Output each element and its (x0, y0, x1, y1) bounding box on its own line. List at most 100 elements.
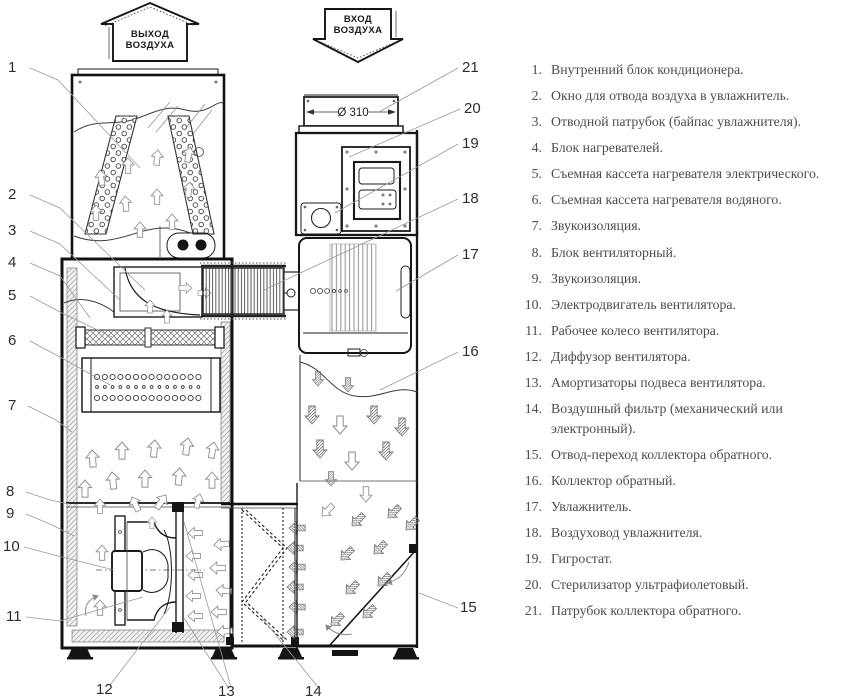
legend-item-number: 14. (524, 401, 542, 417)
legend-item-text: Съемная кассета нагревателя водяного. (551, 192, 782, 208)
heater-block (75, 326, 225, 413)
legend-item-text: Гигростат. (551, 550, 613, 566)
air-in-label-1: ВХОД (344, 14, 372, 25)
legend-item-text: Воздушный фильтр (механический или элект… (551, 401, 783, 436)
air-in-arrow: ВХОД ВОЗДУХА (312, 8, 404, 64)
legend-item: 20. Стерилизатор ультрафиолетовый. (514, 575, 846, 595)
return-collector (296, 130, 423, 648)
sound-insulation-right (220, 321, 231, 504)
callout-3: 3 (8, 222, 16, 239)
legend-item-number: 4. (531, 140, 542, 156)
water-heater-cassette (81, 357, 221, 413)
legend-item-text: Звукоизоляция. (551, 218, 642, 234)
legend-item-text: Отвод-переход коллектора обратного. (551, 446, 773, 462)
humidifier-unit: Ø 310 (294, 94, 419, 357)
legend-item: 7. Звукоизоляция. (514, 216, 846, 236)
legend-item: 12. Диффузор вентилятора. (514, 347, 846, 367)
fan-mount-top (172, 502, 184, 512)
legend-item-number: 1. (531, 62, 542, 77)
legend-item: 14. Воздушный фильтр (механический или эл… (514, 399, 846, 438)
callout-7: 7 (8, 397, 16, 414)
legend-item-number: 3. (531, 114, 542, 130)
callout-19: 19 (462, 135, 479, 152)
legend-item-number: 11. (525, 322, 542, 338)
callout-8: 8 (6, 483, 14, 500)
legend-item: 4. Блок нагревателей. (514, 138, 846, 158)
legend-item: 21.Патрубок коллектора обратного. (514, 601, 846, 621)
legend-item-text: Отводной патрубок (байпас увлажнителя). (551, 114, 802, 130)
fan-assembly (85, 502, 205, 633)
legend-item: 5. Съемная кассета нагревателя электричес… (514, 164, 846, 184)
legend-item-number: 9. (531, 270, 542, 286)
legend-item-text: Патрубок коллектора обратного. (551, 603, 742, 619)
air-out-label-2: ВОЗДУХА (126, 40, 175, 51)
legend-item: 8.Блок вентиляторный. (514, 243, 846, 263)
legend-item-text: Стерилизатор ультрафиолетовый. (551, 577, 749, 593)
legend-item-text: Коллектор обратный. (551, 472, 676, 488)
legend-item-number: 15. (524, 446, 542, 462)
air-out-arrow: ВЫХОД ВОЗДУХА (100, 1, 200, 62)
callout-21: 21 (462, 59, 479, 76)
schematic-diagram: ВЫХОД ВОЗДУХА ВХОД ВОЗДУХА (3, 1, 481, 700)
legend-item: 3. Отводной патрубок (байпас увлажнителя)… (514, 112, 846, 132)
legend-item-text: Внутренний блок кондиционера. (551, 62, 744, 77)
legend-item-number: 20. (524, 577, 542, 593)
legend-item-text: Рабочее колесо вентилятора. (551, 322, 720, 338)
support-feet (67, 648, 419, 660)
legend-item-text: Диффузор вентилятора. (551, 348, 691, 364)
main-cabinet (60, 257, 234, 650)
callout-20: 20 (464, 100, 481, 117)
legend-item-number: 2. (531, 88, 542, 104)
callout-4: 4 (8, 254, 16, 271)
callout-12: 12 (96, 681, 113, 698)
callout-9: 9 (6, 505, 14, 522)
fan-diffuser (163, 529, 172, 615)
legend-item: 16. Коллектор обратный. (514, 471, 846, 491)
legend-item-number: 6. (531, 192, 542, 208)
legend-item-text: Окно для отвода воздуха в увлажнитель. (551, 88, 790, 104)
indoor-unit (70, 68, 226, 261)
legend-item: 11. Рабочее колесо вентилятора. (514, 321, 846, 341)
callout-2: 2 (8, 186, 16, 203)
fan-impeller (142, 549, 169, 593)
legend-item: 10. Электродвигатель вентилятора. (514, 295, 846, 315)
legend-item: 15. Отвод-переход коллектора обратного. (514, 445, 846, 465)
callout-10: 10 (3, 538, 20, 555)
legend-item-text: Электродвигатель вентилятора. (551, 296, 736, 312)
legend-item-number: 12. (524, 348, 542, 364)
callout-14: 14 (305, 683, 322, 700)
legend-item-text: Съемная кассета нагревателя электрическо… (551, 166, 820, 182)
legend-item-number: 7. (531, 218, 542, 234)
legend-item-number: 13. (524, 374, 542, 390)
legend-item-number: 16. (524, 472, 542, 488)
callout-1: 1 (8, 59, 16, 76)
legend-item-number: 5. (531, 166, 542, 182)
legend-item-number: 19. (524, 550, 542, 566)
legend-item: 17.Увлажнитель. (514, 497, 846, 517)
sound-insulation-left (66, 267, 78, 627)
legend: 1. Внутренний блок кондиционера. 2. Окно дл… (514, 60, 846, 627)
collector-transition (329, 549, 417, 646)
callout-13: 13 (218, 683, 235, 700)
callout-11: 11 (6, 608, 22, 625)
callout-6: 6 (8, 332, 16, 349)
legend-item: 2. Окно для отвода воздуха в увлажнитель. (514, 86, 846, 106)
callout-16: 16 (462, 343, 479, 360)
legend-item-number: 18. (524, 524, 542, 540)
humidifier-duct (200, 262, 300, 320)
air-filter (221, 502, 306, 648)
water-coil-tubes (93, 373, 202, 402)
callout-17: 17 (462, 246, 479, 263)
legend-item: 19. Гигростат. (514, 549, 846, 569)
legend-item-number: 10. (524, 296, 542, 312)
callout-18: 18 (462, 190, 479, 207)
legend-item-number: 8. (531, 244, 542, 260)
legend-item-number: 17. (524, 498, 542, 514)
callout-5: 5 (8, 287, 16, 304)
legend-item-text: Воздуховод увлажнителя. (551, 524, 703, 540)
legend-item-text: Блок нагревателей. (551, 140, 663, 156)
callout-15: 15 (460, 599, 477, 616)
leader-lines (23, 67, 461, 688)
fan-mount-bottom (172, 622, 184, 632)
